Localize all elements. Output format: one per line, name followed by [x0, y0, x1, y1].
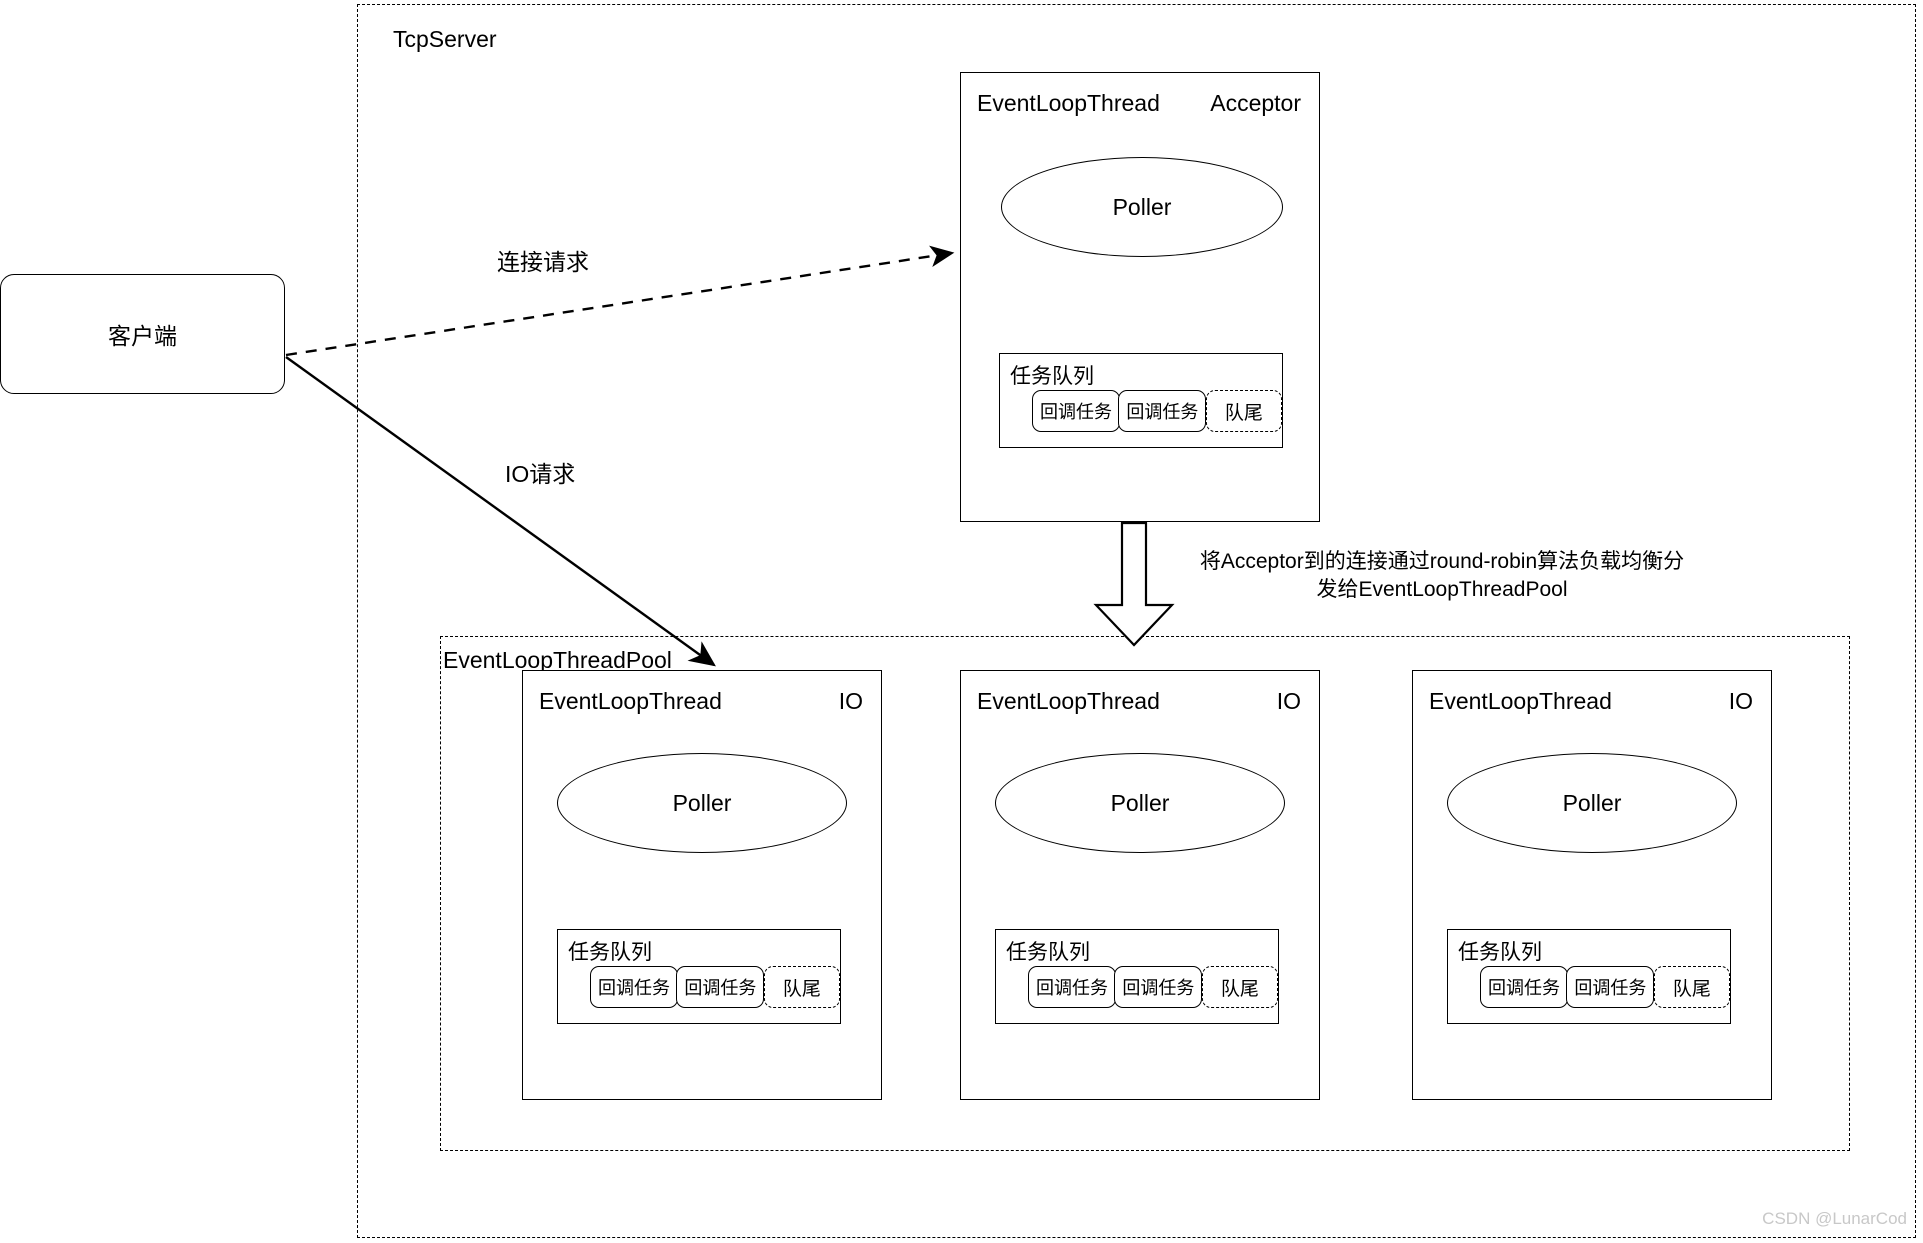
poller-label: Poller	[1562, 789, 1622, 816]
task-queue-items: 回调任务 回调任务 队尾	[1032, 390, 1282, 432]
task-item[interactable]: 回调任务	[590, 966, 678, 1008]
dispatch-note: 将Acceptor到的连接通过round-robin算法负载均衡分 发给Even…	[1192, 548, 1692, 605]
tcpserver-label: TcpServer	[393, 26, 497, 52]
worker-eventloopthread-2[interactable]: EventLoopThread IO Poller 任务队列 回调任务 回调任务…	[960, 670, 1320, 1100]
task-queue-tail: 队尾	[1201, 966, 1278, 1008]
task-item[interactable]: 回调任务	[1480, 966, 1568, 1008]
task-queue-title: 任务队列	[1010, 365, 1094, 388]
worker-role-label: IO	[838, 688, 863, 714]
task-queue: 任务队列 回调任务 回调任务 队尾	[1447, 929, 1731, 1024]
worker-eventloopthread-3[interactable]: EventLoopThread IO Poller 任务队列 回调任务 回调任务…	[1412, 670, 1772, 1100]
task-item[interactable]: 回调任务	[1028, 966, 1116, 1008]
acceptor-role-label: Acceptor	[1210, 90, 1301, 116]
connect-request-label: 连接请求	[497, 249, 589, 275]
task-queue: 任务队列 回调任务 回调任务 队尾	[999, 353, 1283, 448]
acceptor-eventloopthread[interactable]: EventLoopThread Acceptor Poller 任务队列 回调任…	[960, 72, 1320, 522]
task-queue-items: 回调任务 回调任务 队尾	[1028, 966, 1278, 1008]
task-queue-items: 回调任务 回调任务 队尾	[1480, 966, 1730, 1008]
acceptor-thread-name: EventLoopThread	[977, 90, 1160, 116]
task-item[interactable]: 回调任务	[1032, 390, 1120, 432]
dispatch-note-line1: 将Acceptor到的连接通过round-robin算法负载均衡分	[1199, 550, 1685, 573]
poller-ellipse[interactable]: Poller	[557, 753, 847, 853]
io-request-label: IO请求	[505, 461, 576, 487]
poller-ellipse[interactable]: Poller	[995, 753, 1285, 853]
task-queue-title: 任务队列	[1006, 941, 1090, 964]
task-queue: 任务队列 回调任务 回调任务 队尾	[995, 929, 1279, 1024]
task-item[interactable]: 回调任务	[1566, 966, 1655, 1008]
worker-eventloopthread-1[interactable]: EventLoopThread IO Poller 任务队列 回调任务 回调任务…	[522, 670, 882, 1100]
dispatch-note-line2: 发给EventLoopThreadPool	[1316, 578, 1568, 602]
task-queue: 任务队列 回调任务 回调任务 队尾	[557, 929, 841, 1024]
worker-thread-name: EventLoopThread	[539, 688, 722, 714]
worker-thread-name: EventLoopThread	[1429, 688, 1612, 714]
worker-thread-name: EventLoopThread	[977, 688, 1160, 714]
task-queue-items: 回调任务 回调任务 队尾	[590, 966, 840, 1008]
poller-label: Poller	[1110, 789, 1170, 816]
poller-label: Poller	[672, 789, 732, 816]
task-item[interactable]: 回调任务	[1118, 390, 1207, 432]
poller-ellipse[interactable]: Poller	[1001, 157, 1283, 257]
watermark: CSDN @LunarCod	[1762, 1209, 1907, 1228]
worker-role-label: IO	[1276, 688, 1301, 714]
task-queue-title: 任务队列	[1458, 941, 1542, 964]
worker-role-label: IO	[1728, 688, 1753, 714]
task-item[interactable]: 回调任务	[1114, 966, 1203, 1008]
client-node[interactable]: 客户端	[0, 274, 285, 394]
task-queue-title: 任务队列	[568, 941, 652, 964]
task-item[interactable]: 回调任务	[676, 966, 765, 1008]
task-queue-tail: 队尾	[1205, 390, 1282, 432]
poller-ellipse[interactable]: Poller	[1447, 753, 1737, 853]
task-queue-tail: 队尾	[1653, 966, 1730, 1008]
poller-label: Poller	[1112, 193, 1172, 220]
client-label: 客户端	[108, 323, 177, 349]
task-queue-tail: 队尾	[763, 966, 840, 1008]
